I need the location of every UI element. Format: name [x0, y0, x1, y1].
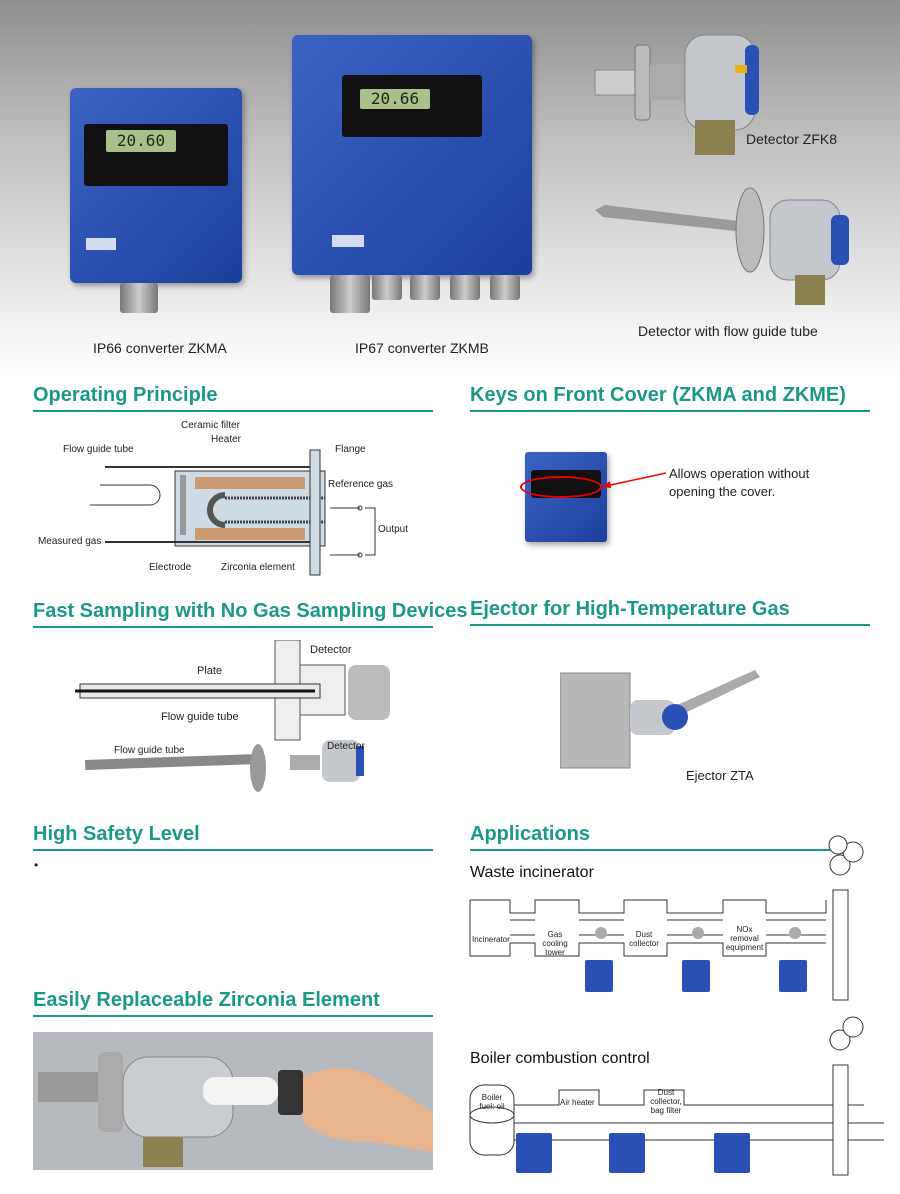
stage-boiler: Boiler fuel: oil	[479, 1093, 505, 1111]
detector-tube-caption: Detector with flow guide tube	[638, 323, 818, 339]
label-electrode: Electrode	[149, 562, 192, 573]
detector-tube-image	[595, 187, 849, 305]
converter-zkma-image: 20.60	[70, 88, 242, 283]
fast-sampling-diagram	[75, 640, 390, 792]
waste-incinerator-title: Waste incinerator	[470, 864, 594, 881]
fast-sampling-heading: Fast Sampling with No Gas Sampling Devic…	[33, 600, 468, 628]
replaceable-photo	[33, 1032, 433, 1170]
label-measured-gas: Measured gas	[38, 536, 102, 547]
applications-heading: Applications	[470, 823, 830, 851]
keys-note: Allows operation without opening the cov…	[669, 465, 809, 501]
label-output: Output	[378, 524, 409, 535]
ejector-caption: Ejector ZTA	[686, 768, 754, 783]
keys-highlight-ellipse	[520, 476, 602, 498]
replaceable-heading: Easily Replaceable Zirconia Element	[33, 989, 433, 1017]
waste-incinerator-diagram	[469, 835, 864, 1001]
arrow-icon	[602, 472, 667, 488]
ejector-heading: Ejector for High-Temperature Gas	[470, 598, 870, 626]
high-safety-heading: High Safety Level	[33, 823, 433, 851]
stage-gas-cooling-tower: Gas cooling tower	[542, 930, 568, 957]
keys-heading: Keys on Front Cover (ZKMA and ZKME)	[470, 384, 870, 412]
stage-dust-collector: Dust collector	[629, 930, 659, 948]
stage-incinerator: Incinerator	[472, 935, 510, 944]
converter-zkma-display: 20.60	[106, 130, 176, 152]
stage-air-heater: Air heater	[560, 1098, 595, 1107]
label-detector-b: Detector	[327, 741, 365, 752]
converter-zkmb-image: 20.66	[292, 35, 532, 275]
converter-zkma-caption: IP66 converter ZKMA	[93, 340, 227, 356]
converter-zkmb-caption: IP67 converter ZKMB	[355, 340, 489, 356]
operating-principle-diagram	[90, 449, 376, 576]
label-zirconia-element: Zirconia element	[221, 562, 295, 573]
boiler-title: Boiler combustion control	[470, 1050, 650, 1067]
label-flow-guide-tube-b: Flow guide tube	[114, 745, 185, 756]
ejector-zta-image	[560, 670, 760, 769]
stage-nox-removal: NOx removal equipment	[725, 925, 764, 952]
label-plate: Plate	[197, 665, 223, 677]
detector-zfk8-image	[594, 34, 759, 155]
label-flow-guide-tube-a: Flow guide tube	[161, 711, 239, 723]
converter-zkmb-display: 20.66	[360, 89, 430, 109]
label-heater: Heater	[211, 434, 242, 445]
keys-note-line1: Allows operation without	[669, 466, 810, 481]
label-flange: Flange	[335, 444, 366, 455]
cable-gland	[120, 283, 158, 313]
stage-dust-collector-bag: Dust collector, bag filter	[650, 1088, 682, 1115]
keys-note-line2: opening the cover.	[669, 484, 776, 499]
label-ceramic-filter: Ceramic filter	[181, 420, 240, 431]
boiler-diagram	[469, 1016, 884, 1176]
label-flow-guide-tube: Flow guide tube	[63, 444, 134, 455]
high-safety-bullet: •	[34, 858, 39, 872]
operating-principle-heading: Operating Principle	[33, 384, 433, 412]
detector-zfk8-caption: Detector ZFK8	[746, 131, 838, 147]
label-reference-gas: Reference gas	[328, 479, 394, 490]
label-detector: Detector	[310, 644, 352, 656]
